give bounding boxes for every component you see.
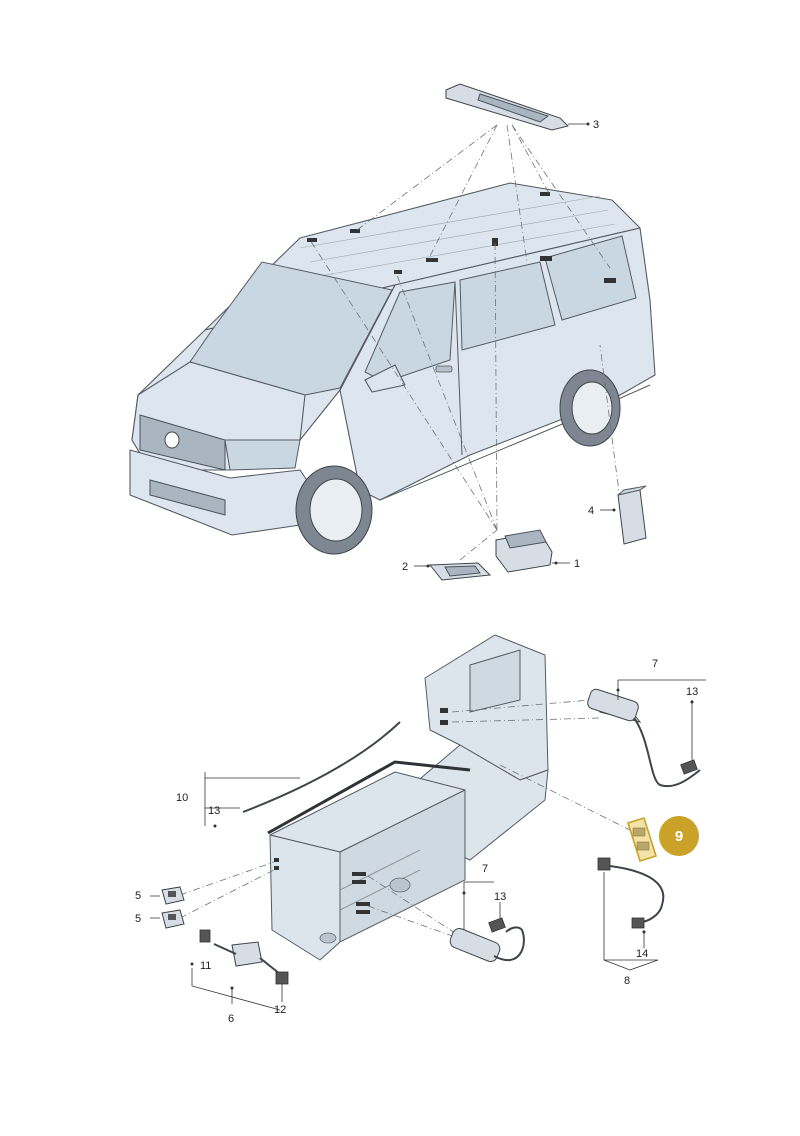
callout-12: 12 (274, 1004, 286, 1016)
callout-2: 2 (402, 561, 408, 573)
callout-4: 4 (588, 505, 594, 517)
callout-11: 11 (200, 960, 211, 972)
callout-7-upper: 7 (652, 658, 658, 670)
callout-1: 1 (574, 558, 580, 570)
callout-8: 8 (624, 975, 630, 987)
van-illustration (129, 182, 656, 555)
callout-3: 3 (593, 119, 599, 131)
part-7-light-upper (587, 679, 706, 788)
part-7-light-lower (449, 881, 525, 963)
part-8-cable (597, 857, 665, 971)
part-2-lamp (414, 562, 492, 581)
callout-5-upper: 5 (135, 890, 141, 902)
part-5-switch-lower (161, 909, 185, 929)
callout-13-upper: 13 (686, 686, 698, 698)
interior-module (267, 634, 549, 961)
callout-10: 10 (176, 792, 188, 804)
top-leader-lines (309, 124, 621, 561)
part-5-switch-upper (161, 886, 185, 905)
part-6-module (190, 929, 289, 1011)
callout-14: 14 (636, 948, 648, 960)
part-10-trim-strip (204, 721, 401, 828)
part-9-highlight (626, 816, 658, 863)
callout-9-badge: 9 (659, 816, 699, 856)
callout-5-lower: 5 (135, 913, 141, 925)
part-4-control-unit (600, 485, 647, 545)
bottom-leader-lines (179, 699, 631, 939)
part-1-switch (495, 529, 570, 573)
callout-7-lower: 7 (482, 863, 488, 875)
part-3-roof-light (445, 83, 590, 131)
callout-6: 6 (228, 1013, 234, 1025)
callout-9: 9 (675, 828, 683, 845)
callout-13-lower: 13 (494, 891, 506, 903)
callout-13-left: 13 (208, 805, 220, 817)
